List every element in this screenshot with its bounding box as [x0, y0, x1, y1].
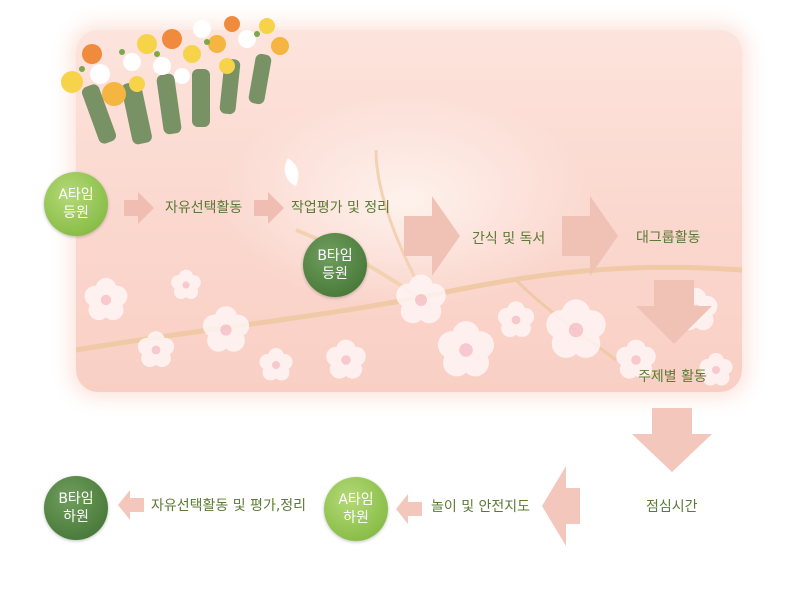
arrow-left-icon [118, 490, 144, 520]
background-panel [76, 30, 742, 392]
arrow-right-large-icon [404, 196, 460, 276]
a-time-departure-node: A타임 하원 [324, 477, 388, 541]
background-glow [216, 90, 596, 310]
arrow-right-large-icon [562, 196, 618, 276]
b-time-departure-node: B타임 하원 [44, 476, 108, 540]
step-lunch-time: 점심시간 [646, 499, 698, 515]
arrow-right-icon [124, 192, 154, 224]
arrow-right-icon [254, 192, 284, 224]
step-free-choice-activity: 자유선택활동 [165, 200, 243, 216]
arrow-left-icon [396, 494, 422, 524]
arrow-left-large-icon [542, 466, 580, 546]
step-free-choice-review-cleanup: 자유선택활동 및 평가,정리 [151, 498, 307, 514]
step-play-safety-guidance: 놀이 및 안전지도 [431, 499, 531, 515]
arrow-down-large-icon [636, 280, 712, 344]
b-time-arrival-node: B타임 등원 [303, 233, 367, 297]
a-time-arrival-node: A타임 등원 [44, 172, 108, 236]
flower-bouquet-image [61, 16, 289, 145]
blossom-decoration [84, 158, 733, 386]
arrow-down-large-icon [632, 408, 712, 472]
step-large-group-activity: 대그룹활동 [636, 230, 701, 246]
step-theme-activity: 주제별 활동 [638, 369, 707, 385]
step-work-review-cleanup: 작업평가 및 정리 [291, 200, 391, 216]
step-snack-reading: 간식 및 독서 [472, 231, 546, 247]
